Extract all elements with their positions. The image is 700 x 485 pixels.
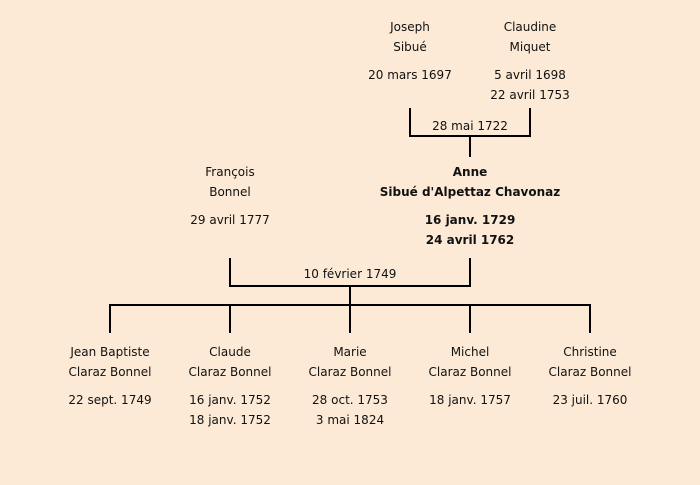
marriage-date: 10 février 1749 <box>303 267 397 281</box>
death-date: 3 mai 1824 <box>315 413 385 427</box>
person-joseph-sibue[interactable]: Joseph Sibué 20 mars 1697 <box>310 17 510 85</box>
death-date: 29 avril 1777 <box>190 213 270 227</box>
child-line <box>469 304 471 333</box>
descent-line <box>469 135 471 157</box>
person-marie[interactable]: Marie Claraz Bonnel 28 oct. 1753 3 mai 1… <box>250 342 450 430</box>
child-line <box>109 304 111 333</box>
first-name: Claudine <box>503 20 557 34</box>
child-line <box>349 304 351 333</box>
last-name: Claraz Bonnel <box>308 365 392 379</box>
last-name: Miquet <box>509 40 551 54</box>
death-date: 22 avril 1753 <box>490 88 570 102</box>
birth-date: 5 avril 1698 <box>494 68 566 82</box>
birth-date: 23 juil. 1760 <box>552 393 628 407</box>
connector-line <box>469 258 471 287</box>
person-jean-baptiste[interactable]: Jean Baptiste Claraz Bonnel 22 sept. 174… <box>10 342 210 410</box>
person-claudine-miquet[interactable]: Claudine Miquet 5 avril 1698 22 avril 17… <box>430 17 630 105</box>
birth-date: 16 janv. 1752 <box>189 393 271 407</box>
first-name: Christine <box>563 345 617 359</box>
last-name: Claraz Bonnel <box>68 365 152 379</box>
child-line <box>229 304 231 333</box>
person-christine[interactable]: Christine Claraz Bonnel 23 juil. 1760 <box>490 342 690 410</box>
first-name: Michel <box>450 345 490 359</box>
connector-line <box>229 258 231 287</box>
last-name: Bonnel <box>209 185 251 199</box>
birth-date: 28 oct. 1753 <box>312 393 388 407</box>
last-name: Claraz Bonnel <box>428 365 512 379</box>
connector-line <box>409 108 411 137</box>
marriage-date: 28 mai 1722 <box>432 119 508 133</box>
first-name: François <box>205 165 255 179</box>
descent-line <box>349 285 351 306</box>
first-name: Joseph <box>390 20 430 34</box>
person-claude[interactable]: Claude Claraz Bonnel 16 janv. 1752 18 ja… <box>130 342 330 430</box>
last-name: Sibué <box>393 40 427 54</box>
birth-date: 20 mars 1697 <box>368 68 452 82</box>
first-name: Marie <box>333 345 367 359</box>
first-name: Claude <box>209 345 251 359</box>
birth-date: 18 janv. 1757 <box>429 393 511 407</box>
last-name: Sibué d'Alpettaz Chavonaz <box>379 185 561 199</box>
person-anne-sibue[interactable]: Anne Sibué d'Alpettaz Chavonaz 16 janv. … <box>370 162 570 250</box>
last-name: Claraz Bonnel <box>548 365 632 379</box>
birth-date: 16 janv. 1729 <box>424 213 516 227</box>
death-date: 18 janv. 1752 <box>189 413 271 427</box>
connector-line <box>529 108 531 137</box>
first-name: Jean Baptiste <box>70 345 150 359</box>
person-michel[interactable]: Michel Claraz Bonnel 18 janv. 1757 <box>370 342 570 410</box>
person-francois-bonnel[interactable]: François Bonnel 29 avril 1777 <box>130 162 330 230</box>
child-line <box>589 304 591 333</box>
birth-date: 22 sept. 1749 <box>68 393 152 407</box>
last-name: Claraz Bonnel <box>188 365 272 379</box>
death-date: 24 avril 1762 <box>425 233 515 247</box>
first-name: Anne <box>452 165 488 179</box>
